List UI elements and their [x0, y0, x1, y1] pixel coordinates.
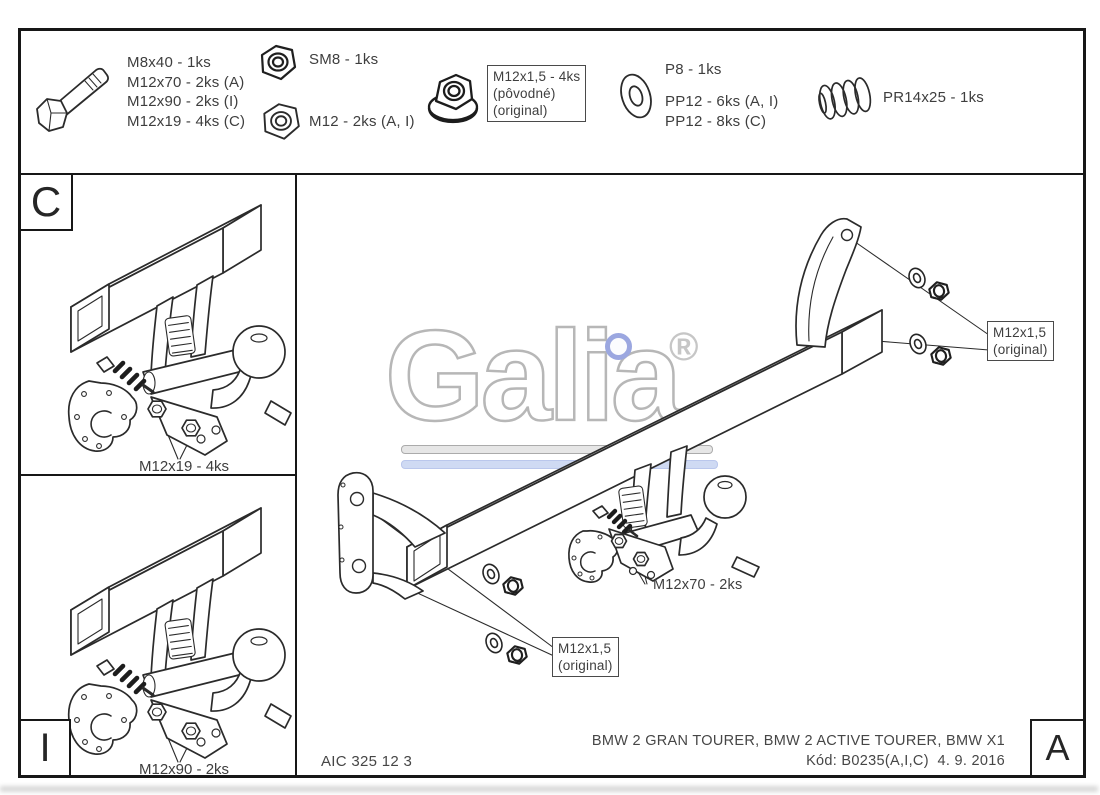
pp12-a-label: PP12 - 6ks (A, I): [665, 93, 779, 110]
hex-nut-icon: [260, 44, 297, 81]
callout-m12x70: M12x70 - 2ks: [653, 577, 743, 593]
callout-line: (original): [993, 342, 1048, 357]
logo-underline-gray: [401, 445, 713, 454]
doc-number: AIC 325 12 3: [321, 753, 413, 770]
vehicle-models: BMW 2 GRAN TOURER, BMW 2 ACTIVE TOURER, …: [591, 733, 1005, 749]
hex-bolt-icon: [36, 67, 109, 132]
sheet-border: M8x40 - 1ks M12x70 - 2ks (A) M12x90 - 2k…: [18, 28, 1086, 778]
view-label-c: C: [21, 175, 73, 231]
view-i-cell: M12x90 - 2ks I: [21, 476, 295, 778]
bolt-labels: M8x40 - 1ks M12x70 - 2ks (A) M12x90 - 2k…: [127, 53, 245, 131]
main-drawing-area: Galia ®: [297, 175, 1083, 775]
bolt-label-line: M12x90 - 2ks (I): [127, 93, 239, 110]
flange-nut-icon: [427, 73, 479, 124]
bolt-label-line: M12x70 - 2ks (A): [127, 73, 245, 91]
view-label-i: I: [21, 719, 71, 775]
sm8-label: SM8 - 1ks: [309, 51, 379, 68]
callout-m12x90: M12x90 - 2ks: [139, 761, 229, 778]
callout-m12x19: M12x19 - 4ks: [139, 458, 229, 475]
callout-line: M12x1,5: [558, 641, 612, 656]
watermark: Galia ®: [297, 175, 1083, 775]
pr14x25-label: PR14x25 - 1ks: [883, 89, 984, 106]
view-i-drawing: M12x90 - 2ks: [21, 478, 297, 778]
p8-label: P8 - 1ks: [665, 61, 722, 78]
flange-label-line: (pôvodné): [493, 86, 556, 101]
revision-label-a: A: [1030, 719, 1083, 775]
view-c-cell: M12x19 - 4ks C: [21, 175, 295, 476]
flange-label-line: (original): [493, 103, 548, 118]
pp12-c-label: PP12 - 8ks (C): [665, 113, 767, 130]
coil-spring-icon: [818, 77, 872, 120]
callout-line: M12x1,5: [993, 325, 1047, 340]
callout-line: (original): [558, 658, 613, 673]
galia-logo: Galia: [384, 304, 684, 450]
callout-original-right-box: M12x1,5 (original): [987, 321, 1054, 361]
hex-nut-icon: [263, 103, 300, 140]
detail-views-column: M12x19 - 4ks C M12x90 - 2ks I: [21, 175, 297, 778]
bolt-label-line: M12x19 - 4ks (C): [127, 112, 246, 130]
registered-trademark-icon: ®: [669, 325, 699, 369]
scan-artifact: [0, 786, 1098, 792]
flange-nut-callout-box: M12x1,5 - 4ks (pôvodné) (original): [487, 65, 587, 122]
towbar-exploded-drawing: [337, 217, 990, 667]
parts-list-band: M8x40 - 1ks M12x70 - 2ks (A) M12x90 - 2k…: [21, 31, 1083, 175]
code-and-date: Kód: B0235(A,I,C) 4. 9. 2016: [806, 753, 1005, 769]
bolt-label-line: M8x40 - 1ks: [127, 54, 211, 71]
callout-original-left-box: M12x1,5 (original): [552, 637, 619, 677]
washer-icon: [620, 73, 652, 119]
logo-dot-icon: [605, 333, 632, 360]
m12-label: M12 - 2ks (A, I): [309, 113, 415, 130]
flange-label-line: M12x1,5 - 4ks: [493, 69, 581, 84]
view-c-drawing: M12x19 - 4ks: [21, 175, 297, 475]
